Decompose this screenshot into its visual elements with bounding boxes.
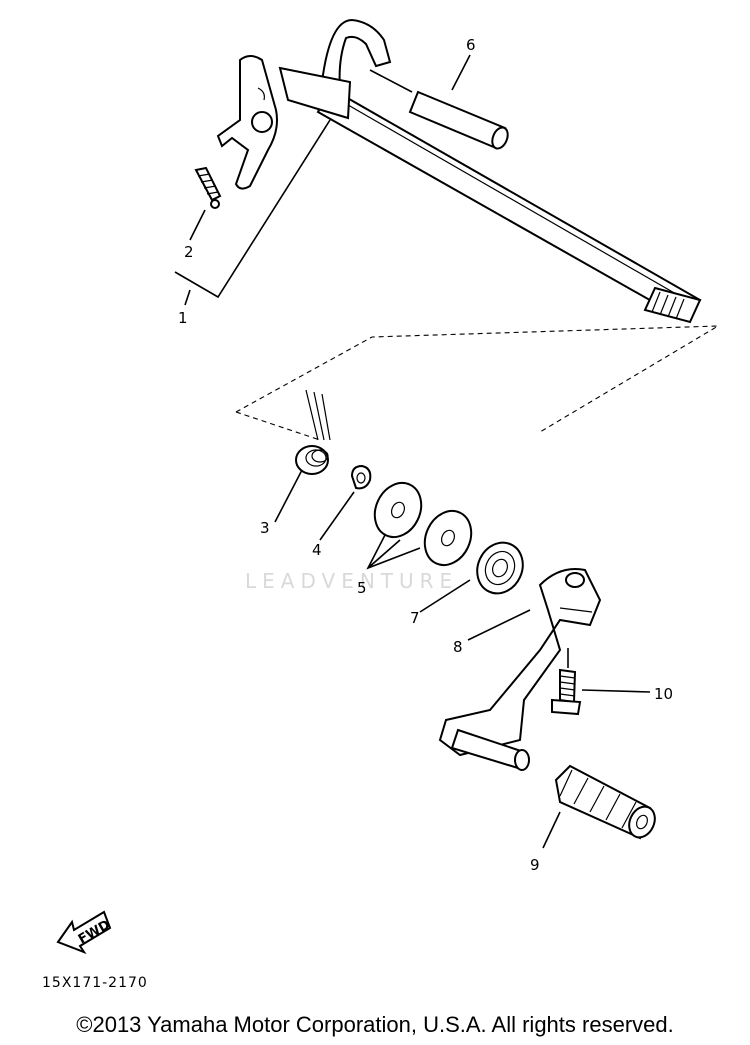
copyright-text: ©2013 Yamaha Motor Corporation, U.S.A. A… [76,1012,674,1037]
return-spring-part [295,389,331,475]
fwd-arrow-icon: FWD [56,910,113,955]
callout-2: 2 [184,243,194,261]
pinch-bolt-part [551,668,582,716]
circlip-part [350,464,372,490]
washer-part-upper [373,481,423,539]
watermark-text: LEADVENTURE [245,569,458,593]
callout-1: 1 [178,309,188,327]
callout-8: 8 [453,638,463,656]
shift-shaft-part [216,18,702,324]
oil-seal-part [476,541,524,595]
callout-7: 7 [410,609,420,627]
callout-6: 6 [466,36,476,54]
diagram-code: 15X171-2170 [42,975,148,991]
callout-10: 10 [654,685,673,703]
pedal-rubber-part [554,764,656,840]
callout-5: 5 [357,579,367,597]
callout-4: 4 [312,541,322,559]
shift-pedal-part [438,568,602,771]
dowel-pin-part [408,90,509,150]
callout-3: 3 [260,519,270,537]
stopper-spring-part [194,166,222,209]
washer-part-lower [423,509,473,567]
callout-9: 9 [530,856,540,874]
